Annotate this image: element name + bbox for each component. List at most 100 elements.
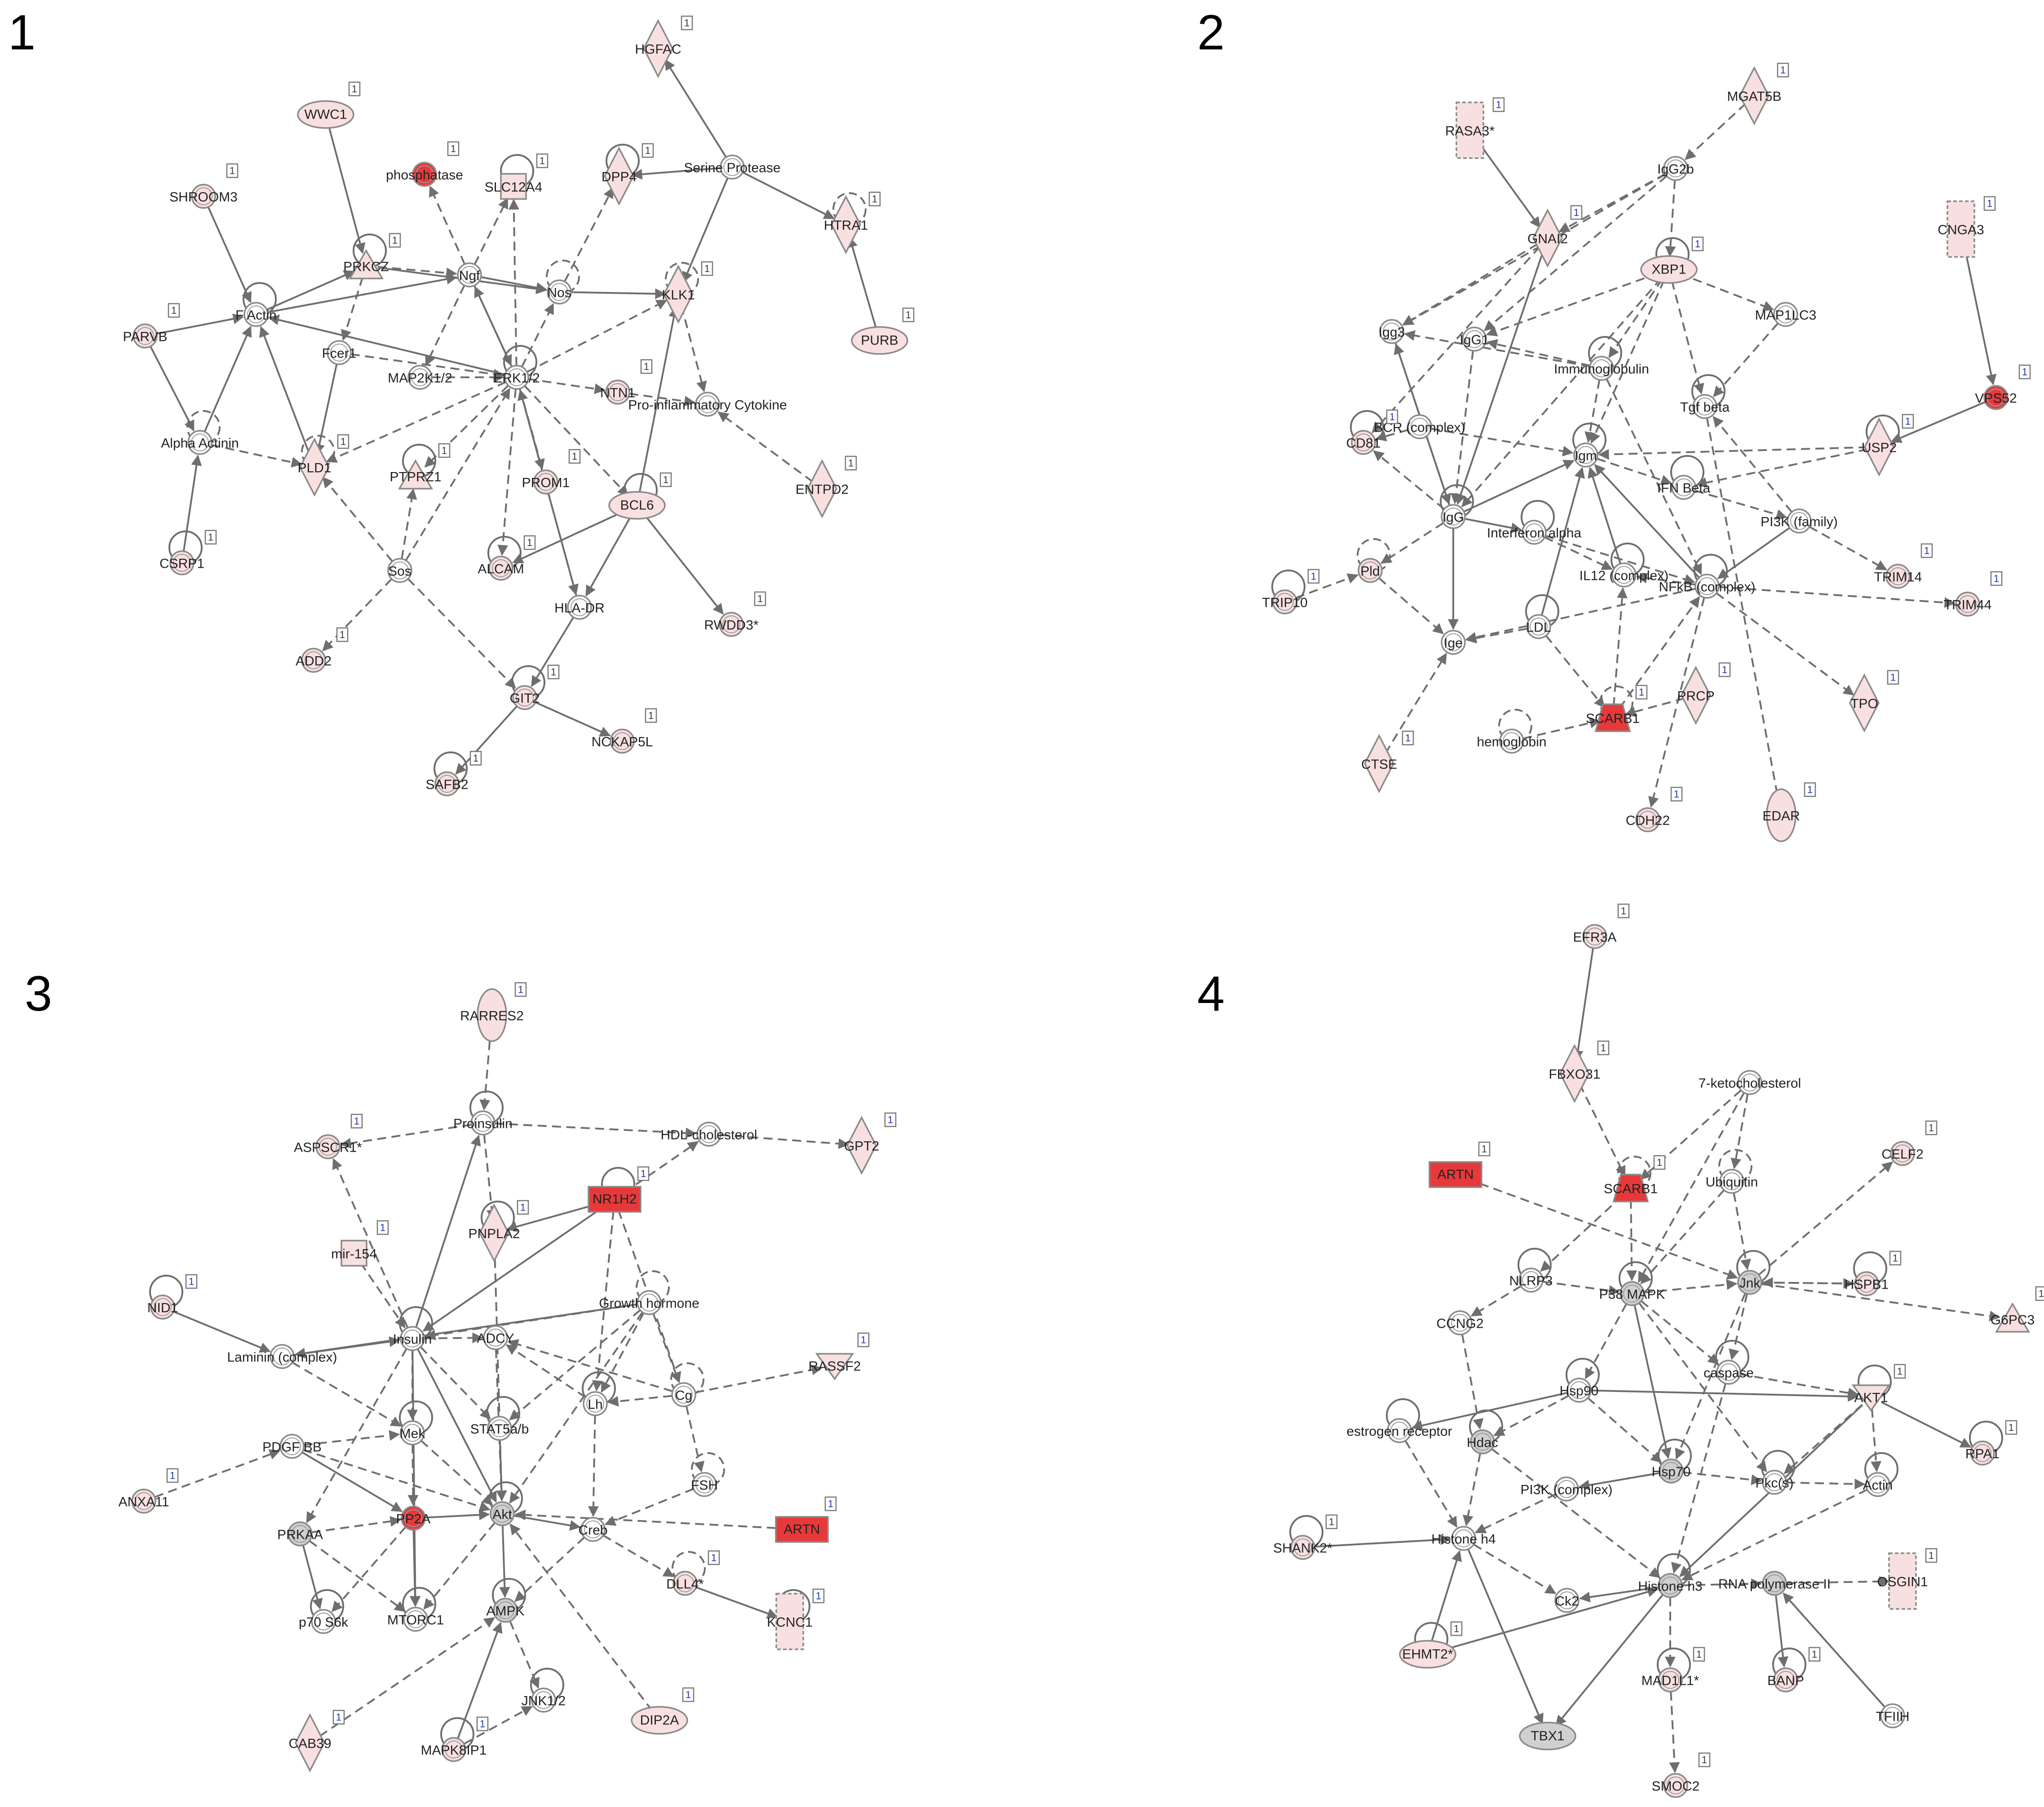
node-p70S6k[interactable]: p70 S6k	[299, 1609, 349, 1634]
node-IgG2b[interactable]: IgG2b	[1657, 156, 1694, 181]
node-IFNBeta[interactable]: IFN Beta	[1657, 475, 1711, 500]
node-Pld[interactable]: Pld	[1358, 558, 1383, 583]
node-NFkB[interactable]: NFkB (complex)	[1659, 574, 1756, 599]
node-AlphaActinin[interactable]: Alpha Actinin	[161, 430, 239, 455]
node-TFIIH[interactable]: TFIIH	[1876, 1703, 1910, 1728]
node-PI3K[interactable]: PI3K (family)	[1761, 508, 1838, 534]
node-Igm[interactable]: Igm	[1573, 442, 1598, 468]
node-IgG[interactable]: IgG	[1441, 504, 1466, 529]
node-Jnk[interactable]: Jnk	[1737, 1270, 1762, 1295]
node-Fcer1[interactable]: Fcer1	[322, 340, 357, 365]
node-IFNalpha[interactable]: Interferon alpha	[1487, 520, 1581, 545]
node-Nos[interactable]: Nos	[547, 279, 572, 305]
node-RWDD3[interactable]: RWDD3*1	[704, 591, 766, 637]
node-HLADR[interactable]: HLA-DR	[554, 595, 605, 620]
node-RASA3[interactable]: RASA3*1	[1445, 97, 1505, 159]
node-MAP2K12[interactable]: MAP2K1/2	[388, 365, 452, 390]
node-Ubiquitin[interactable]: Ubiquitin	[1706, 1169, 1758, 1194]
node-TBX1[interactable]: TBX1	[1519, 1722, 1576, 1750]
node-Proinsulin[interactable]: Proinsulin	[453, 1110, 513, 1135]
node-ProInflam[interactable]: Pro-inflammatory Cytokine	[628, 392, 787, 417]
node-MAD1L1[interactable]: MAD1L1*1	[1641, 1647, 1705, 1692]
node-7keto[interactable]: 7-ketocholesterol	[1699, 1070, 1801, 1095]
node-DLL4[interactable]: DLL4*1	[666, 1550, 720, 1596]
node-HDL[interactable]: HDL-cholesterol	[660, 1122, 757, 1147]
node-Actin[interactable]: Actin	[1863, 1472, 1893, 1497]
node-Akt[interactable]: Akt	[490, 1501, 515, 1526]
node-PI3Kc[interactable]: PI3K (complex)	[1520, 1476, 1613, 1502]
node-Sos[interactable]: Sos	[387, 558, 412, 583]
node-Hsp70[interactable]: Hsp70	[1652, 1458, 1691, 1484]
node-PDGFBB[interactable]: PDGF BB	[262, 1434, 322, 1459]
node-SerineProtease[interactable]: Serine Protease	[684, 155, 781, 180]
node-FSH[interactable]: FSH	[691, 1472, 718, 1497]
node-Mek[interactable]: Mek	[400, 1420, 426, 1445]
node-ERK12[interactable]: ERK1/2	[493, 365, 540, 390]
node-Insulin[interactable]: Insulin	[393, 1326, 432, 1351]
node-FActin[interactable]: F Actin	[235, 302, 277, 327]
node-MAP1LC3[interactable]: MAP1LC3	[1755, 302, 1817, 327]
node-Pkcs[interactable]: Pkc(s)	[1756, 1470, 1794, 1495]
node-Igg3[interactable]: Igg3	[1379, 319, 1405, 344]
node-MTORC1[interactable]: MTORC1	[387, 1607, 444, 1632]
node-SHANK2[interactable]: SHANK2*1	[1273, 1514, 1338, 1560]
node-Ck2[interactable]: Ck2	[1554, 1588, 1579, 1613]
node-ASPSCR1[interactable]: ASPSCR1*1	[294, 1113, 363, 1159]
node-hemoglobin[interactable]: hemoglobin	[1477, 729, 1547, 754]
node-IL12[interactable]: IL12 (complex)	[1579, 562, 1668, 588]
node-Hsp90[interactable]: Hsp90	[1560, 1378, 1599, 1403]
node-Cg[interactable]: Cg	[671, 1382, 696, 1407]
node-Creb[interactable]: Creb	[578, 1517, 608, 1542]
node-PRKAA[interactable]: PRKAA	[277, 1521, 323, 1546]
node-Laminin[interactable]: Laminin (complex)	[227, 1344, 337, 1369]
